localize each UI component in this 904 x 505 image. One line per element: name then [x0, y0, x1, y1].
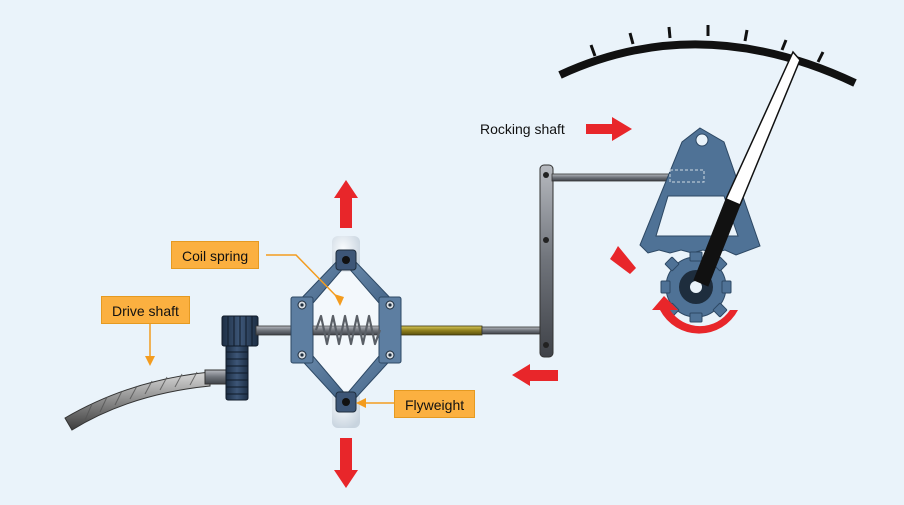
- arrow-diagonal: [610, 246, 636, 274]
- gauge-ticks: [589, 25, 825, 63]
- flyweight-label: Flyweight: [394, 390, 476, 418]
- rocking-shaft: [551, 173, 685, 182]
- arrow-right-rocking: [586, 117, 632, 141]
- arrow-left: [512, 364, 558, 386]
- coil-spring: [314, 314, 382, 346]
- arrow-up: [334, 180, 358, 228]
- coil-spring-label: Coil spring: [171, 241, 260, 269]
- pinion-gear: [660, 251, 732, 323]
- arrow-rotation: [652, 296, 738, 334]
- sliding-collar-shaft: [399, 325, 483, 336]
- rocking-lever: [539, 164, 685, 358]
- rocking-shaft-label: Rocking shaft: [480, 121, 565, 137]
- arrow-down: [334, 438, 358, 488]
- drive-shaft-label: Drive shaft: [101, 296, 190, 324]
- drive-cable: [64, 369, 236, 431]
- gauge-scale: [558, 25, 857, 87]
- drive-gear-knob: [221, 315, 259, 401]
- gauge-arc: [558, 40, 857, 87]
- leader-lines: [149, 254, 394, 404]
- input-shaft: [255, 325, 297, 336]
- flyweight-governor: [290, 236, 402, 428]
- output-shaft: [481, 326, 543, 335]
- motion-arrows: [334, 117, 738, 488]
- gauge-needle: [693, 50, 801, 287]
